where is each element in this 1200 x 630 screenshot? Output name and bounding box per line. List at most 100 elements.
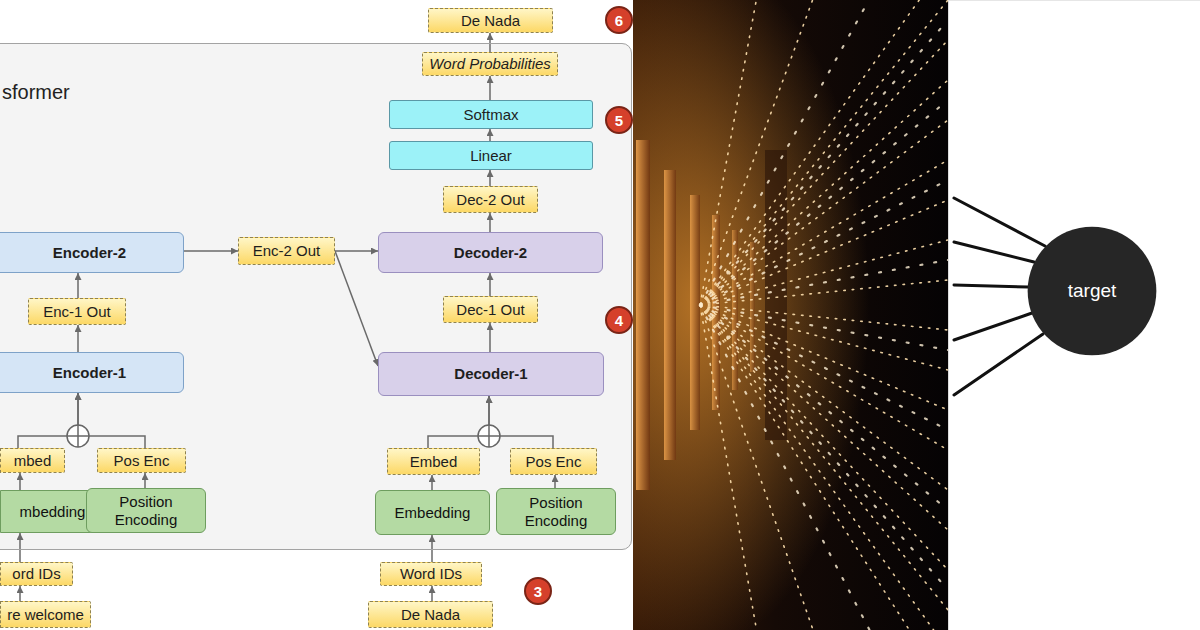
data-tag: Pos Enc — [510, 448, 597, 475]
decoder-box: Decoder-1 — [378, 352, 604, 396]
callout-number: 4 — [605, 306, 633, 334]
light-tunnel-photo-part-part — [700, 305, 948, 410]
flow-arrow — [554, 475, 556, 488]
light-tunnel-photo-part-part — [700, 305, 948, 630]
light-tunnel-photo-part — [690, 195, 700, 430]
flow-arrow — [19, 533, 21, 562]
flow-arrow — [489, 323, 491, 352]
input-line-part — [954, 313, 1032, 340]
flow-arrow — [489, 170, 491, 186]
node-label: Position Encoding — [87, 493, 205, 528]
light-tunnel-photo-part-part — [700, 305, 948, 530]
light-tunnel-photo-part — [750, 242, 755, 372]
light-tunnel-photo-part-part — [700, 0, 948, 305]
light-tunnel-photo-part-part — [700, 305, 948, 350]
flow-arrow — [431, 535, 433, 562]
callout-number: 6 — [605, 6, 633, 34]
node-label: Word Probabilities — [427, 55, 553, 72]
data-tag: Enc-1 Out — [28, 298, 126, 325]
transformer-panel: sformer Word ProbabilitiesSoftmaxLinearDe… — [0, 43, 632, 550]
light-tunnel-photo — [633, 0, 948, 630]
node-label: Pos Enc — [112, 452, 172, 469]
layer-box: Linear — [389, 141, 593, 170]
embedding-box: Position Encoding — [496, 488, 616, 535]
data-tag: mbed — [0, 448, 65, 473]
node-label: re welcome — [5, 606, 86, 623]
light-tunnel-photo-part — [633, 0, 948, 630]
callout-number: 3 — [524, 577, 552, 605]
light-tunnel-photo-part-part — [700, 305, 820, 630]
input-line-part — [954, 285, 1028, 287]
light-tunnel-photo-part-part — [700, 305, 948, 590]
light-tunnel-photo-part — [664, 170, 676, 460]
data-tag: De Nada — [428, 8, 553, 33]
data-tag: Embed — [387, 448, 480, 475]
data-tag: Dec-2 Out — [443, 186, 538, 213]
sum-symbol-part — [67, 425, 89, 447]
callout-number: 5 — [605, 106, 633, 134]
node-label: De Nada — [399, 606, 462, 623]
node-label: Encoder-1 — [51, 364, 128, 381]
flow-arrow — [77, 273, 79, 298]
flow-arrow — [335, 250, 378, 252]
node-label: mbedding — [18, 503, 88, 520]
light-tunnel-photo-part-part — [700, 305, 948, 490]
light-tunnel-photo-part-part — [700, 305, 948, 370]
node-label: Linear — [468, 147, 514, 164]
node-label: De Nada — [459, 12, 522, 29]
decoder-box: Decoder-2 — [378, 232, 603, 273]
flow-arrow — [431, 475, 433, 490]
node-label: Embedding — [393, 504, 473, 521]
layer-box: Softmax — [389, 100, 593, 129]
node-label: Dec-1 Out — [454, 301, 526, 318]
node-label: Pos Enc — [524, 453, 584, 470]
light-tunnel-photo-part-part — [700, 305, 880, 630]
embedding-box: Embedding — [375, 490, 490, 535]
light-tunnel-photo-part — [633, 0, 948, 630]
sum-symbol-part — [77, 425, 79, 447]
data-tag: re welcome — [0, 601, 91, 628]
light-tunnel-photo-part — [700, 0, 948, 630]
light-tunnel-photo-part-part — [700, 260, 948, 305]
light-tunnel-photo-part-part — [700, 305, 948, 610]
flow-arrow — [489, 76, 491, 100]
encoder-box: Encoder-1 — [0, 352, 184, 393]
data-tag: De Nada — [368, 601, 493, 628]
flow-arrow — [489, 273, 491, 296]
panel-title: sformer — [2, 81, 70, 104]
flow-arrow — [144, 473, 146, 488]
sum-symbol-part — [488, 425, 490, 447]
node-label: Position Encoding — [497, 494, 615, 529]
flow-arrow — [335, 251, 378, 366]
data-tag: Dec-1 Out — [443, 296, 538, 323]
data-tag: ord IDs — [0, 562, 73, 586]
data-tag: Word IDs — [380, 562, 482, 586]
light-tunnel-photo-part — [636, 140, 650, 490]
encoder-box: Encoder-2 — [0, 232, 184, 273]
light-tunnel-photo-part-part — [700, 200, 948, 305]
data-tag: Pos Enc — [97, 448, 186, 473]
light-tunnel-photo-part-part — [700, 305, 948, 450]
light-tunnel-photo-part-part — [700, 0, 880, 305]
target-panel-part — [948, 0, 949, 630]
node-label: Word IDs — [398, 565, 464, 582]
target-circle: target — [1027, 226, 1157, 356]
node-label: Softmax — [461, 106, 520, 123]
light-tunnel-photo-part-part — [700, 0, 820, 305]
node-label: Enc-2 Out — [251, 242, 323, 259]
node-label: Encoder-2 — [51, 244, 128, 261]
light-tunnel-photo-part-part — [700, 0, 948, 305]
node-label: ord IDs — [10, 565, 62, 582]
node-label: Decoder-1 — [452, 365, 529, 382]
data-tag: Enc-2 Out — [238, 237, 335, 265]
light-tunnel-photo-part — [732, 230, 738, 390]
light-tunnel-photo-part-part — [700, 160, 948, 305]
light-tunnel-photo-part-part — [700, 305, 948, 630]
light-tunnel-photo-part-part — [700, 280, 948, 305]
light-tunnel-photo-part-part — [700, 40, 948, 305]
light-tunnel-photo-part-part — [700, 120, 948, 305]
sum-symbol — [478, 425, 500, 447]
